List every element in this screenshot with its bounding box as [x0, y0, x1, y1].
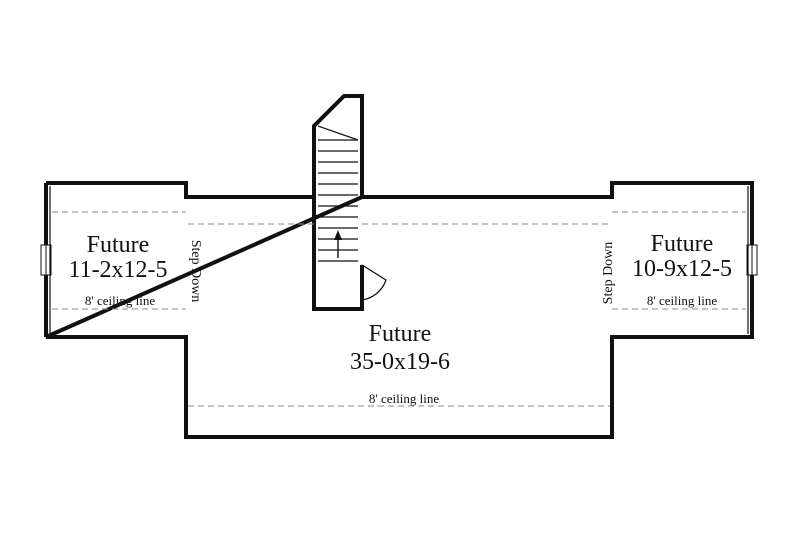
- stair-door-swing: [361, 264, 387, 301]
- left-room-dims: 11-2x12-5: [68, 257, 167, 283]
- left-room-name: Future: [87, 232, 150, 258]
- right-room-name: Future: [651, 231, 714, 257]
- stair-wall: [312, 94, 364, 197]
- left-step-down-label: Step Down: [188, 240, 203, 303]
- main-ceiling-label: 8' ceiling line: [369, 391, 439, 406]
- right-ceiling-label: 8' ceiling line: [647, 293, 717, 308]
- stair-landing-diagonal: [317, 125, 359, 141]
- right-step-down-label: Step Down: [601, 242, 616, 305]
- left-window: [40, 244, 52, 276]
- right-room-dims: 10-9x12-5: [632, 256, 732, 282]
- right-window: [746, 244, 758, 276]
- main-room-name: Future: [369, 321, 432, 347]
- left-ceiling-label: 8' ceiling line: [85, 293, 155, 308]
- stair-lower-wall: [312, 197, 364, 311]
- exterior-wall: [45, 181, 754, 439]
- stair-direction-arrow: [334, 230, 342, 258]
- main-room-dims: 35-0x19-6: [350, 349, 450, 375]
